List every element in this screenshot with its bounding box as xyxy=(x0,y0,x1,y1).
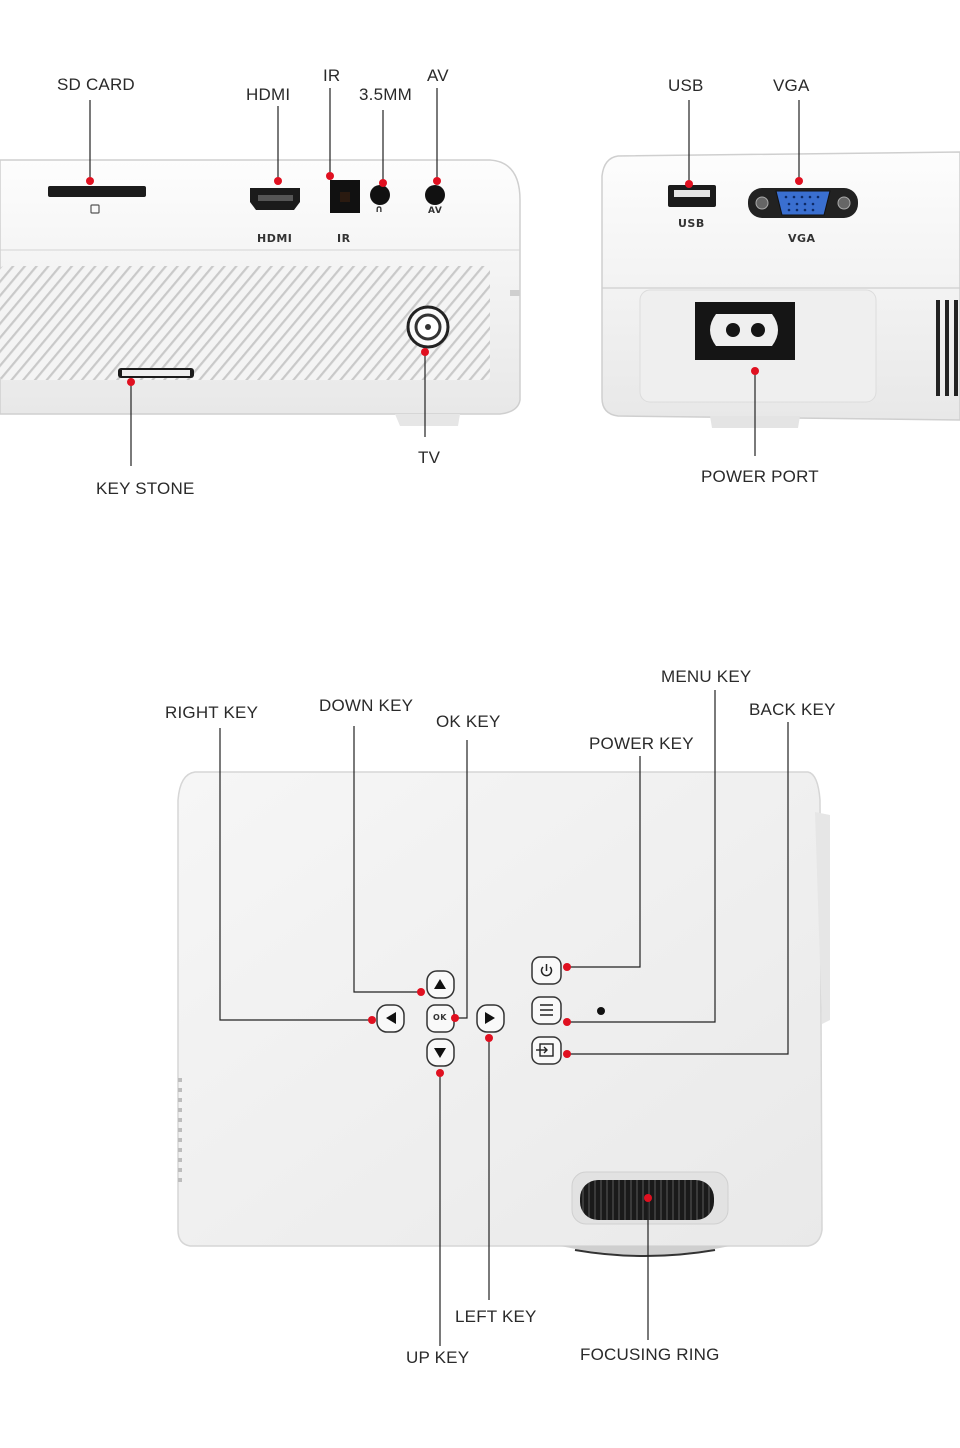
label-ok-key: OK KEY xyxy=(436,712,501,731)
label-ir: IR xyxy=(323,66,341,85)
audio-jack xyxy=(370,185,390,205)
leaders-top-right xyxy=(685,100,803,456)
back-key[interactable] xyxy=(531,1036,562,1065)
label-3-5mm: 3.5MM xyxy=(359,85,412,104)
label-back-key: BACK KEY xyxy=(749,700,836,719)
label-power-port: POWER PORT xyxy=(701,467,819,486)
leaders-bottom xyxy=(219,690,789,1346)
label-down-key: DOWN KEY xyxy=(319,696,414,715)
sd-card-slot xyxy=(48,186,146,197)
label-vga: VGA xyxy=(773,76,810,95)
label-menu-key: MENU KEY xyxy=(661,667,752,686)
label-sd-card: SD CARD xyxy=(57,75,135,94)
ir-print: IR xyxy=(337,232,351,245)
status-led xyxy=(597,1007,605,1015)
av-jack xyxy=(425,185,445,205)
label-hdmi: HDMI xyxy=(246,85,291,104)
triangle-right-icon xyxy=(485,1012,495,1024)
label-usb: USB xyxy=(668,76,704,95)
label-av: AV xyxy=(427,66,449,85)
hdmi-print: HDMI xyxy=(257,232,293,245)
label-up-key: UP KEY xyxy=(406,1348,470,1367)
left-key[interactable] xyxy=(476,1004,505,1033)
menu-key[interactable] xyxy=(531,996,562,1025)
side-panel-left xyxy=(0,159,521,426)
label-power-key: POWER KEY xyxy=(589,734,694,753)
label-tv: TV xyxy=(418,448,441,467)
ok-print: OK xyxy=(433,1013,447,1022)
label-left-key: LEFT KEY xyxy=(455,1307,537,1326)
sd-card-icon xyxy=(90,204,100,214)
headphone-icon: ∩ xyxy=(375,204,384,215)
power-icon xyxy=(540,964,553,977)
power-key[interactable] xyxy=(531,956,562,985)
triangle-left-icon xyxy=(386,1012,396,1024)
back-panel-right xyxy=(601,151,960,428)
triangle-up-icon xyxy=(434,979,446,989)
right-key[interactable] xyxy=(376,1004,405,1033)
label-focusing-ring: FOCUSING RING xyxy=(580,1345,720,1364)
usb-print: USB xyxy=(678,217,705,230)
av-print: AV xyxy=(428,206,443,216)
vga-print: VGA xyxy=(788,232,816,245)
triangle-down-icon xyxy=(434,1048,446,1058)
up-key[interactable] xyxy=(426,970,455,999)
menu-icon xyxy=(540,1004,553,1016)
down-key[interactable] xyxy=(426,1038,455,1067)
label-right-key: RIGHT KEY xyxy=(165,703,259,722)
label-key-stone: KEY STONE xyxy=(96,479,195,498)
leaders-top-left xyxy=(86,88,441,466)
input-source-icon xyxy=(536,1043,554,1057)
